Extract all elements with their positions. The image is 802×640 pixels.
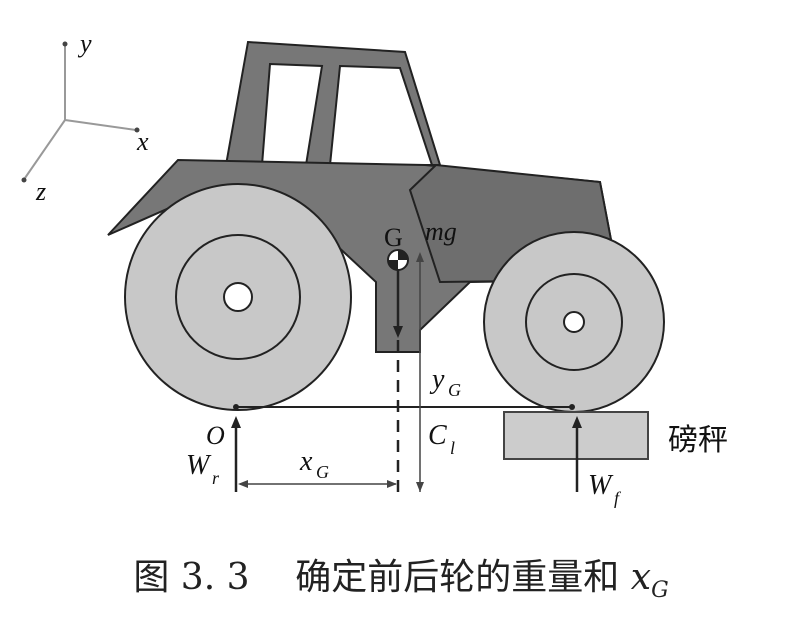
- front-load-symbol: W: [588, 470, 614, 501]
- front-load-arrowhead: [572, 416, 582, 428]
- x-axis-label: x: [136, 127, 149, 156]
- front-contact-point: [569, 404, 575, 410]
- cabin-front-window: [328, 64, 434, 166]
- line-symbol: C: [428, 420, 447, 451]
- origin-label: O: [206, 421, 225, 450]
- caption-variable-subscript: G: [651, 578, 669, 603]
- x-distance-arrowhead-right: [387, 480, 397, 488]
- caption-variable: x: [630, 557, 652, 598]
- weight-arrowhead: [393, 326, 403, 338]
- weight-force-label: mg: [425, 217, 457, 246]
- x-axis-line: [64, 119, 137, 131]
- origin-point: [233, 404, 239, 410]
- front-wheel: [483, 231, 665, 413]
- z-axis-label: z: [35, 177, 46, 206]
- y-distance-label: y G: [429, 364, 461, 400]
- line-label: C l: [428, 420, 455, 458]
- y-distance-symbol: y: [429, 364, 445, 395]
- y-distance-subscript: G: [448, 380, 461, 400]
- rear-load-label: W r: [186, 450, 220, 488]
- center-of-gravity-marker: [387, 249, 409, 271]
- y-axis-tip: [62, 41, 68, 47]
- rear-load-symbol: W: [186, 450, 212, 481]
- front-load-label: W f: [588, 470, 622, 508]
- x-distance-arrowhead-left: [238, 480, 248, 488]
- y-distance-arrowhead-top: [416, 252, 424, 262]
- line-subscript: l: [450, 438, 455, 458]
- x-distance-symbol: x: [299, 446, 313, 477]
- z-axis-tip: [21, 177, 27, 183]
- x-distance-label: x G: [299, 446, 329, 482]
- y-axis-label: y: [77, 29, 92, 58]
- front-load-subscript: f: [614, 488, 622, 508]
- rear-wheel: [124, 183, 352, 411]
- tractor-cabin: [224, 40, 442, 166]
- center-of-gravity-label: G: [384, 223, 403, 252]
- rear-load-arrowhead: [231, 416, 241, 428]
- scale-label: 磅秤: [668, 424, 728, 457]
- caption-text: 确定前后轮的重量和: [295, 557, 620, 598]
- y-distance-arrowhead-bottom: [416, 482, 424, 492]
- caption-prefix: 图 3. 3: [133, 557, 250, 598]
- rear-load-subscript: r: [212, 468, 220, 488]
- figure-caption: 图 3. 3 确定前后轮的重量和 xG: [0, 548, 802, 603]
- z-axis-line: [24, 119, 66, 179]
- x-axis-tip: [134, 127, 140, 133]
- x-distance-subscript: G: [316, 462, 329, 482]
- coordinate-axes: [24, 45, 137, 179]
